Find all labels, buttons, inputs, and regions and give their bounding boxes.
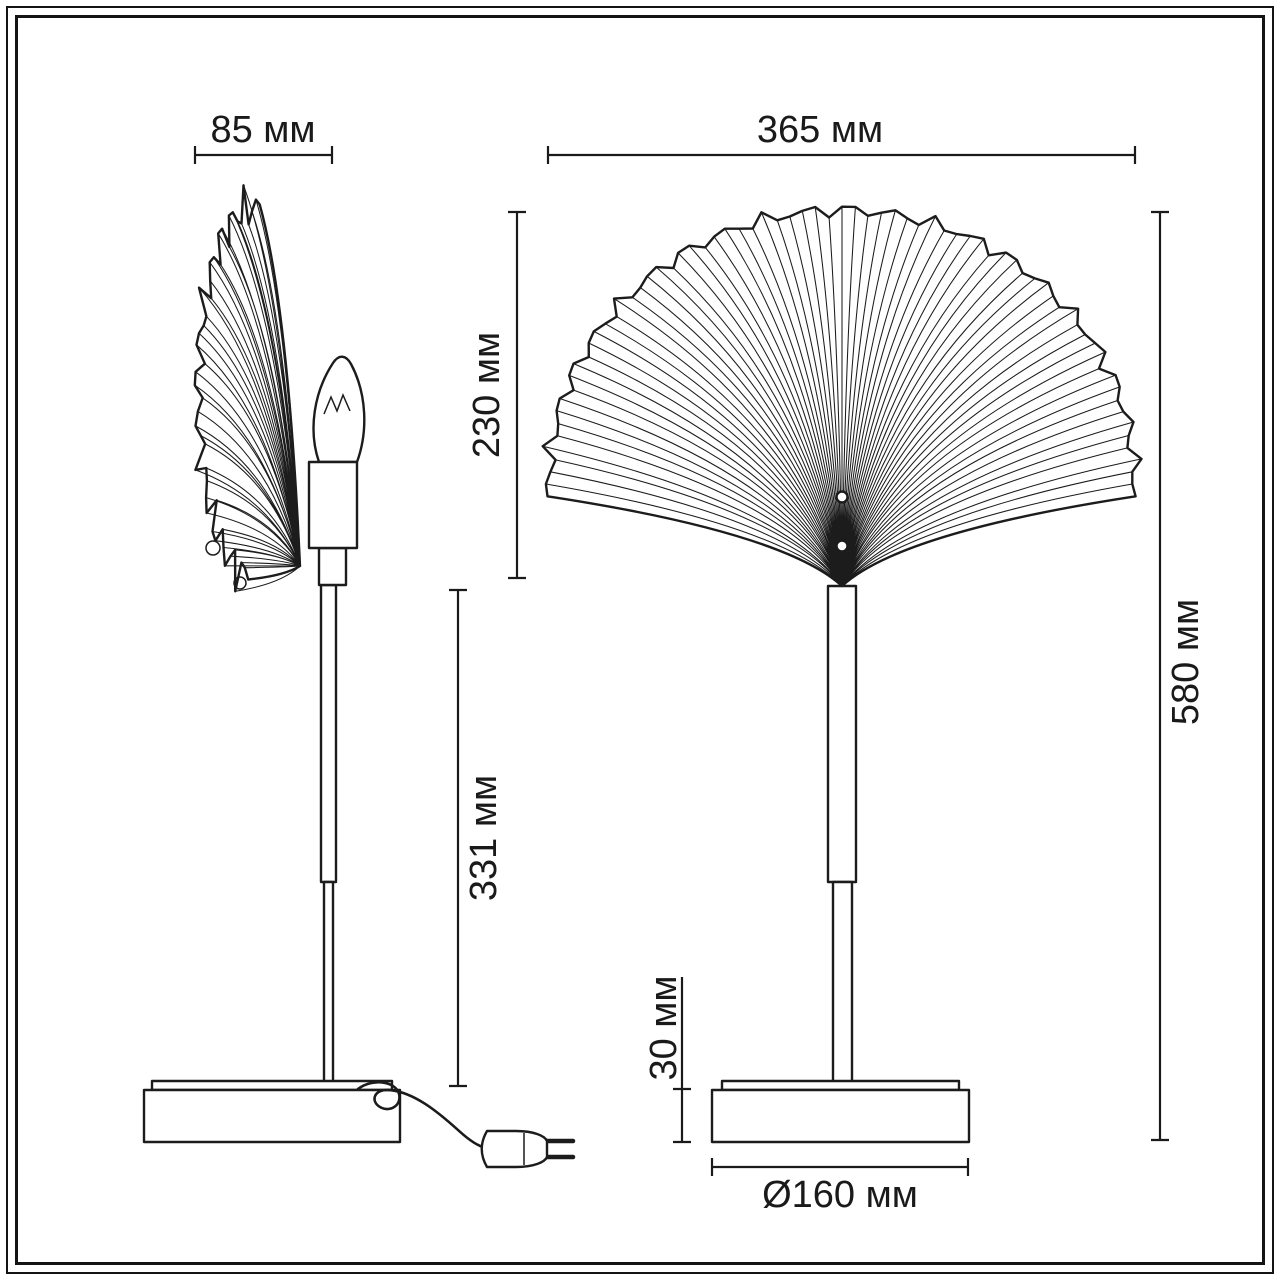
side-view	[142, 184, 576, 1169]
side-stem-lower	[322, 880, 335, 1092]
front-base	[710, 1088, 971, 1144]
lamp-socket	[307, 460, 359, 550]
dim-stem-height-label: 331 мм	[463, 775, 505, 901]
dim-base-diameter: Ø160 мм	[710, 1158, 970, 1216]
dim-base-diameter-label: Ø160 мм	[762, 1174, 918, 1216]
dim-shade-width-label: 365 мм	[757, 109, 883, 151]
dim-shade-width: 365 мм	[546, 109, 1137, 164]
power-cord-core	[356, 1081, 490, 1151]
screw-top	[835, 490, 849, 504]
power-plug	[480, 1129, 549, 1169]
bulb	[312, 355, 366, 464]
front-stem-upper	[826, 584, 858, 884]
side-base	[142, 1088, 402, 1144]
dim-base-height-label: 30 мм	[643, 975, 685, 1080]
front-view	[541, 205, 1143, 1144]
dim-shade-height-label: 230 мм	[466, 332, 508, 458]
socket-neck	[317, 546, 348, 587]
side-base-plate	[150, 1079, 394, 1092]
shade-curl-2	[233, 576, 247, 590]
side-stem-upper	[319, 583, 338, 884]
dim-shade-depth: 85 мм	[193, 109, 334, 164]
fan-shade-ribs	[542, 206, 1142, 587]
dim-shade-depth-label: 85 мм	[210, 109, 315, 151]
dim-total-height: 580 мм	[1151, 210, 1207, 1142]
dim-shade-height: 230 мм	[466, 210, 526, 580]
side-shade-ribs	[194, 185, 301, 592]
bulb-filament	[323, 393, 351, 415]
front-stem-lower	[831, 880, 854, 1092]
dim-total-height-label: 580 мм	[1165, 599, 1207, 725]
shade-curl-1	[205, 540, 221, 556]
dim-stem-height: 331 мм	[449, 588, 505, 1088]
dim-base-height: 30 мм	[643, 975, 691, 1144]
screw-bottom	[835, 539, 849, 553]
front-base-plate	[720, 1079, 961, 1092]
